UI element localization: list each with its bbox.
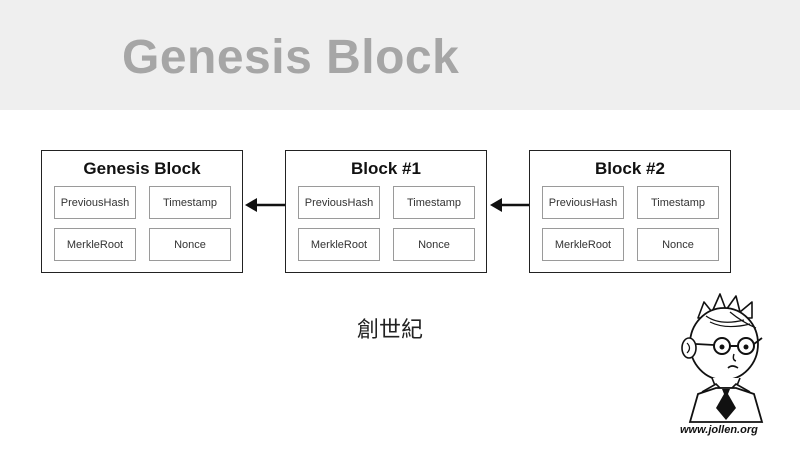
field-nonce: Nonce <box>393 228 475 261</box>
field-timestamp: Timestamp <box>637 186 719 219</box>
block-title: Genesis Block <box>83 159 201 178</box>
field-timestamp: Timestamp <box>149 186 231 219</box>
field-previous-hash: PreviousHash <box>54 186 136 219</box>
field-merkle-root: MerkleRoot <box>54 228 136 261</box>
block-title: Block #2 <box>595 159 665 178</box>
header-band: Genesis Block <box>0 0 800 110</box>
page-title: Genesis Block <box>122 31 460 84</box>
block-genesis: Genesis Block PreviousHash Timestamp Mer… <box>41 150 243 273</box>
block-title: Block #1 <box>351 159 421 178</box>
block-2: Block #2 PreviousHash Timestamp MerkleRo… <box>529 150 731 273</box>
field-previous-hash: PreviousHash <box>542 186 624 219</box>
field-nonce: Nonce <box>149 228 231 261</box>
field-timestamp: Timestamp <box>393 186 475 219</box>
caption-text: 創世紀 <box>356 318 423 343</box>
field-merkle-root: MerkleRoot <box>542 228 624 261</box>
field-previous-hash: PreviousHash <box>298 186 380 219</box>
cartoon-boy-mascot <box>681 293 764 423</box>
field-nonce: Nonce <box>637 228 719 261</box>
field-merkle-root: MerkleRoot <box>298 228 380 261</box>
site-url: www.jollen.org <box>680 424 758 436</box>
block-1: Block #1 PreviousHash Timestamp MerkleRo… <box>285 150 487 273</box>
